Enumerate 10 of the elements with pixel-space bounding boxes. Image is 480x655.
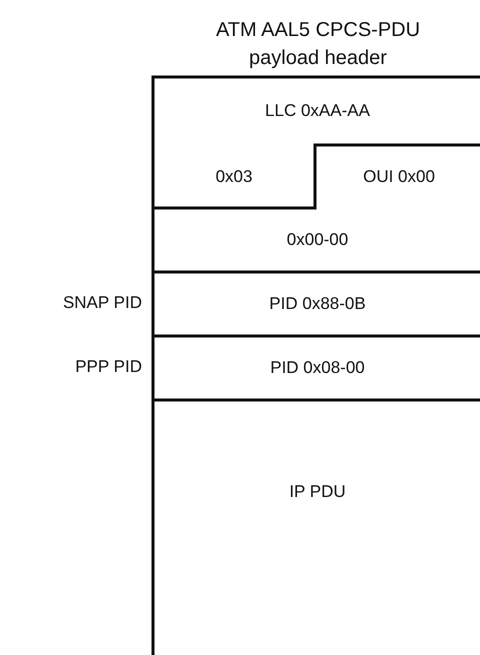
side-label: PPP PID — [74, 357, 142, 377]
diagram-title: ATM AAL5 CPCS-PDU payload header — [214, 18, 422, 71]
field-label: 0x00-00 — [286, 230, 348, 250]
field-label: IP PDU — [289, 482, 346, 502]
field-label: PID 0x08-00 — [270, 358, 365, 378]
side-label: SNAP PID — [62, 293, 142, 313]
field-label: OUI 0x00 — [363, 166, 435, 186]
field-label: LLC 0xAA-AA — [265, 101, 370, 121]
field-label: PID 0x88-0B — [269, 294, 366, 314]
field-label: 0x03 — [216, 166, 252, 186]
